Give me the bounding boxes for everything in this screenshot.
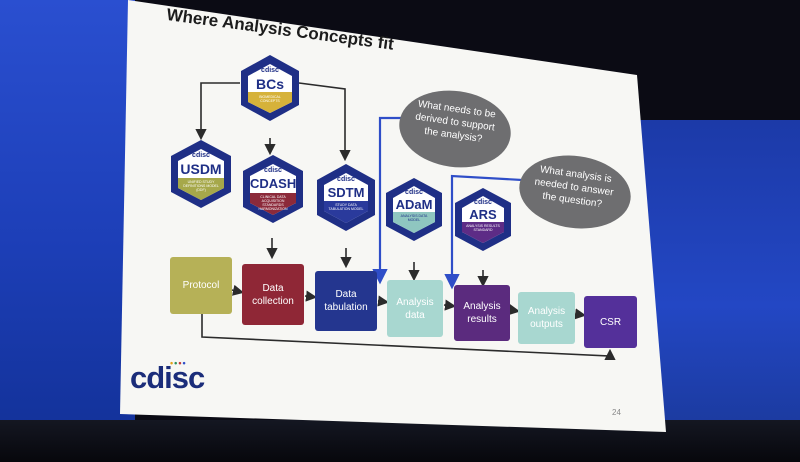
connector-bcs-sdtm — [298, 82, 351, 162]
page-number: 24 — [612, 408, 621, 417]
hex-sdtm-sub: STUDY DATA TABULATION MODEL — [328, 203, 364, 211]
step-data-collection-box[interactable] — [242, 264, 304, 325]
flow-analysis-data-results — [443, 299, 457, 311]
flow-protocol-collection — [231, 284, 245, 296]
hex-ars-abbr: ARS — [469, 207, 497, 222]
cdisc-logo-dots-icon: •••• — [170, 358, 187, 368]
hex-ars-brand: cdisc — [474, 199, 492, 206]
flow-tabulation-analysis-data — [377, 295, 390, 307]
step-data-collection-label: Data collection — [252, 282, 294, 307]
hex-cdash[interactable] — [243, 155, 303, 223]
hex-sdtm[interactable] — [317, 164, 375, 231]
hex-bcs-abbr: BCs — [255, 76, 284, 92]
step-protocol-label: Protocol — [182, 280, 220, 291]
step-data-tabulation-label: Data tabulation — [324, 289, 368, 313]
hex-cdash-brand: cdisc — [264, 167, 282, 174]
hex-bcs-sub: BIOMEDICAL CONCEPTS — [259, 95, 281, 103]
hex-usdm-sub: UNIFIED STUDY DEFINITIONS MODEL (DDF) — [183, 180, 219, 192]
hex-usdm-brand: cdisc — [192, 152, 210, 159]
step-analysis-data-label: Analysis data — [396, 296, 434, 321]
connector-bcs-usdm — [195, 82, 240, 141]
hex-adam[interactable] — [386, 178, 442, 241]
cdisc-logo: cdisc •••• — [130, 358, 205, 396]
flow-collection-tabulation — [304, 290, 318, 302]
hex-adam-sub: ANALYSIS DATA MODEL — [400, 214, 428, 222]
room-wall-left — [0, 0, 135, 430]
hex-usdm-abbr: USDM — [180, 161, 222, 177]
bubble-answer — [519, 155, 631, 229]
step-analysis-results-box[interactable] — [454, 285, 510, 341]
step-data-tabulation-box[interactable] — [315, 271, 377, 331]
step-analysis-outputs-label: Analysis outputs — [527, 306, 566, 330]
hex-adam-brand: cdisc — [405, 189, 423, 196]
question-connectors — [372, 116, 523, 290]
hex-bcs[interactable] — [241, 55, 299, 121]
step-analysis-outputs-box[interactable] — [518, 292, 575, 344]
step-csr-label: CSR — [599, 316, 622, 328]
room-floor — [0, 420, 800, 462]
step-protocol-box[interactable] — [170, 257, 232, 314]
step-csr-box[interactable] — [584, 296, 637, 348]
cdisc-logo-text: cdisc — [130, 360, 205, 395]
flow-connectors — [201, 284, 616, 360]
hex-ars-sub: ANALYSIS RESULTS STANDARD — [466, 224, 500, 232]
bcs-connectors — [195, 82, 351, 162]
hex-bcs-brand: cdisc — [261, 67, 279, 74]
hex-to-step-connectors — [266, 238, 489, 288]
hex-cdash-abbr: CDASH — [250, 176, 297, 191]
connector-derive-question — [372, 116, 402, 285]
connector-answer-question — [444, 174, 523, 290]
hex-usdm[interactable] — [171, 140, 231, 208]
hex-sdtm-abbr: SDTM — [327, 185, 365, 200]
room-wall-right — [640, 120, 800, 430]
hex-sdtm-brand: cdisc — [337, 176, 355, 183]
flow-protocol-csr-bypass — [201, 314, 616, 360]
hex-adam-abbr: ADaM — [395, 197, 433, 212]
bubble-derive — [399, 90, 511, 168]
step-analysis-data-box[interactable] — [387, 280, 443, 337]
hex-ars[interactable] — [455, 188, 511, 251]
flow-results-outputs — [508, 304, 521, 316]
flow-outputs-csr — [574, 308, 587, 320]
step-analysis-results-label: Analysis results — [463, 301, 501, 325]
hex-cdash-sub: CLINICAL DATA ACQUISITION STANDARDS HARM… — [258, 195, 288, 211]
